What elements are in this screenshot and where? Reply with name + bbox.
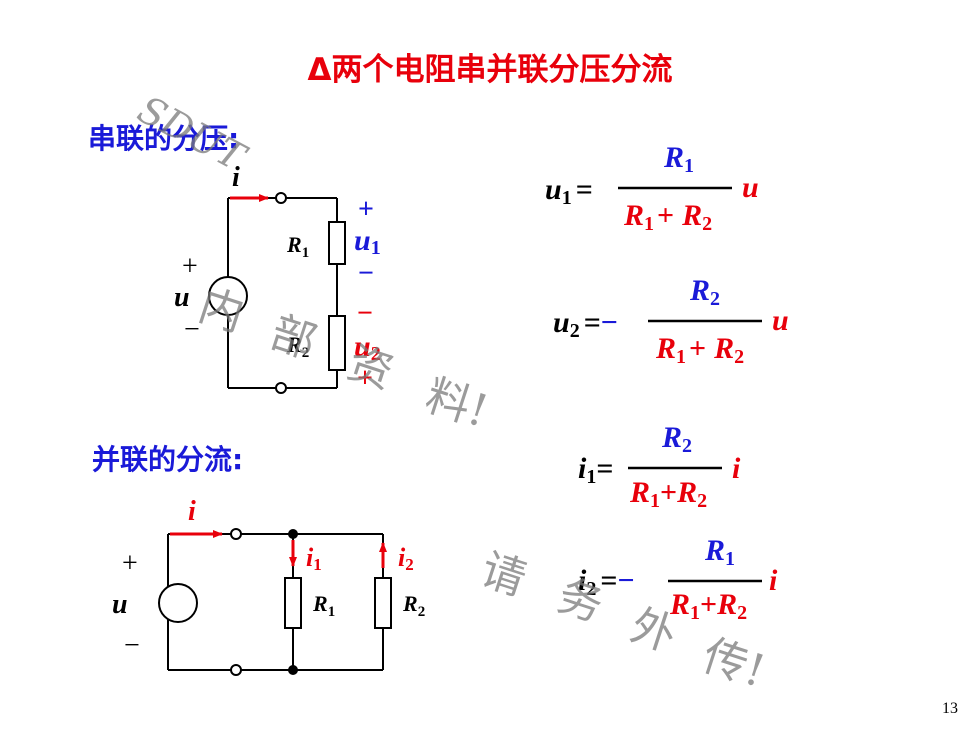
formula-i1: i1= R2 R1+R2 i [578,421,741,512]
series-current-label: i [232,162,240,193]
u1-minus: − [358,258,374,289]
parallel-node-top [288,529,298,539]
u2-label: u2 [354,330,381,365]
series-source-voltage: u [174,282,190,313]
series-terminal-top [275,192,287,204]
parallel-voltage-source [158,583,198,623]
series-voltage-source [208,276,248,316]
formula-i2-lhs: i2=− [578,564,635,600]
series-terminal-bottom [275,382,287,394]
series-heading: 串联的分压: [88,122,240,155]
u2-plus: + [357,363,373,394]
formula-i2: i2=− R1 R1+R2 i [578,534,778,624]
parallel-current-label: i [188,496,196,527]
series-source-minus: − [184,314,200,345]
formula-u2-factor: u [772,304,789,337]
parallel-r1-resistor [284,577,302,629]
series-source-plus: + [182,251,198,282]
u1-label: u1 [354,224,381,259]
series-u2-group: − u2 + [354,298,381,394]
formula-i1-factor: i [732,452,741,485]
formula-u1-lhs: u1= [545,173,593,209]
i2-label: i2 [398,543,414,574]
series-r2-label: R2 [286,332,309,361]
formula-i2-factor: i [769,564,778,597]
parallel-heading: 并联的分流: [92,443,244,476]
formula-u1-denominator: R1+R2 [623,199,712,235]
parallel-node-bottom [288,665,298,675]
page-number: 13 [942,700,958,717]
slide-title: Δ两个电阻串并联分压分流 [307,52,673,88]
formula-i1-numerator: R2 [661,421,692,457]
formula-u2-numerator: R2 [689,274,720,310]
formula-u1-factor: u [742,171,759,204]
series-r1-resistor [328,221,346,265]
formula-u2: u2=− R2 R1+R2 u [553,274,789,368]
watermark-char-4: 料! [420,370,494,438]
watermark-char-3: 资 [342,337,400,399]
watermark-char-2: 部 [265,307,323,369]
watermark-char-8: 传! [697,630,771,698]
parallel-source-voltage: u [112,589,128,620]
parallel-source-plus: + [122,548,138,579]
series-r2-resistor [328,315,346,371]
parallel-r2-resistor [374,577,392,629]
formula-i2-denominator: R1+R2 [669,588,747,624]
parallel-terminal-top [230,528,242,540]
u1-plus: + [358,194,374,225]
parallel-circuit [158,528,392,676]
watermark-sdut: SDUT [131,87,255,181]
parallel-terminal-bottom [230,664,242,676]
formula-i2-numerator: R1 [704,534,735,570]
formula-u1-numerator: R1 [663,141,694,177]
formula-i1-denominator: R1+R2 [629,476,707,512]
u2-minus: − [357,298,373,329]
formula-i1-lhs: i1= [578,452,613,488]
formula-u2-lhs: u2=− [553,306,618,342]
i1-label: i1 [306,543,322,574]
formula-u2-denominator: R1+R2 [655,332,744,368]
series-circuit [208,192,346,394]
formula-u1: u1= R1 R1+R2 u [545,141,759,235]
series-u1-group: + u1 − [354,194,381,289]
parallel-r2-label: R2 [402,591,425,620]
parallel-source-minus: − [124,630,140,661]
series-r1-label: R1 [286,232,309,261]
watermark-char-5: 请 [475,544,533,606]
parallel-r1-label: R1 [312,591,335,620]
